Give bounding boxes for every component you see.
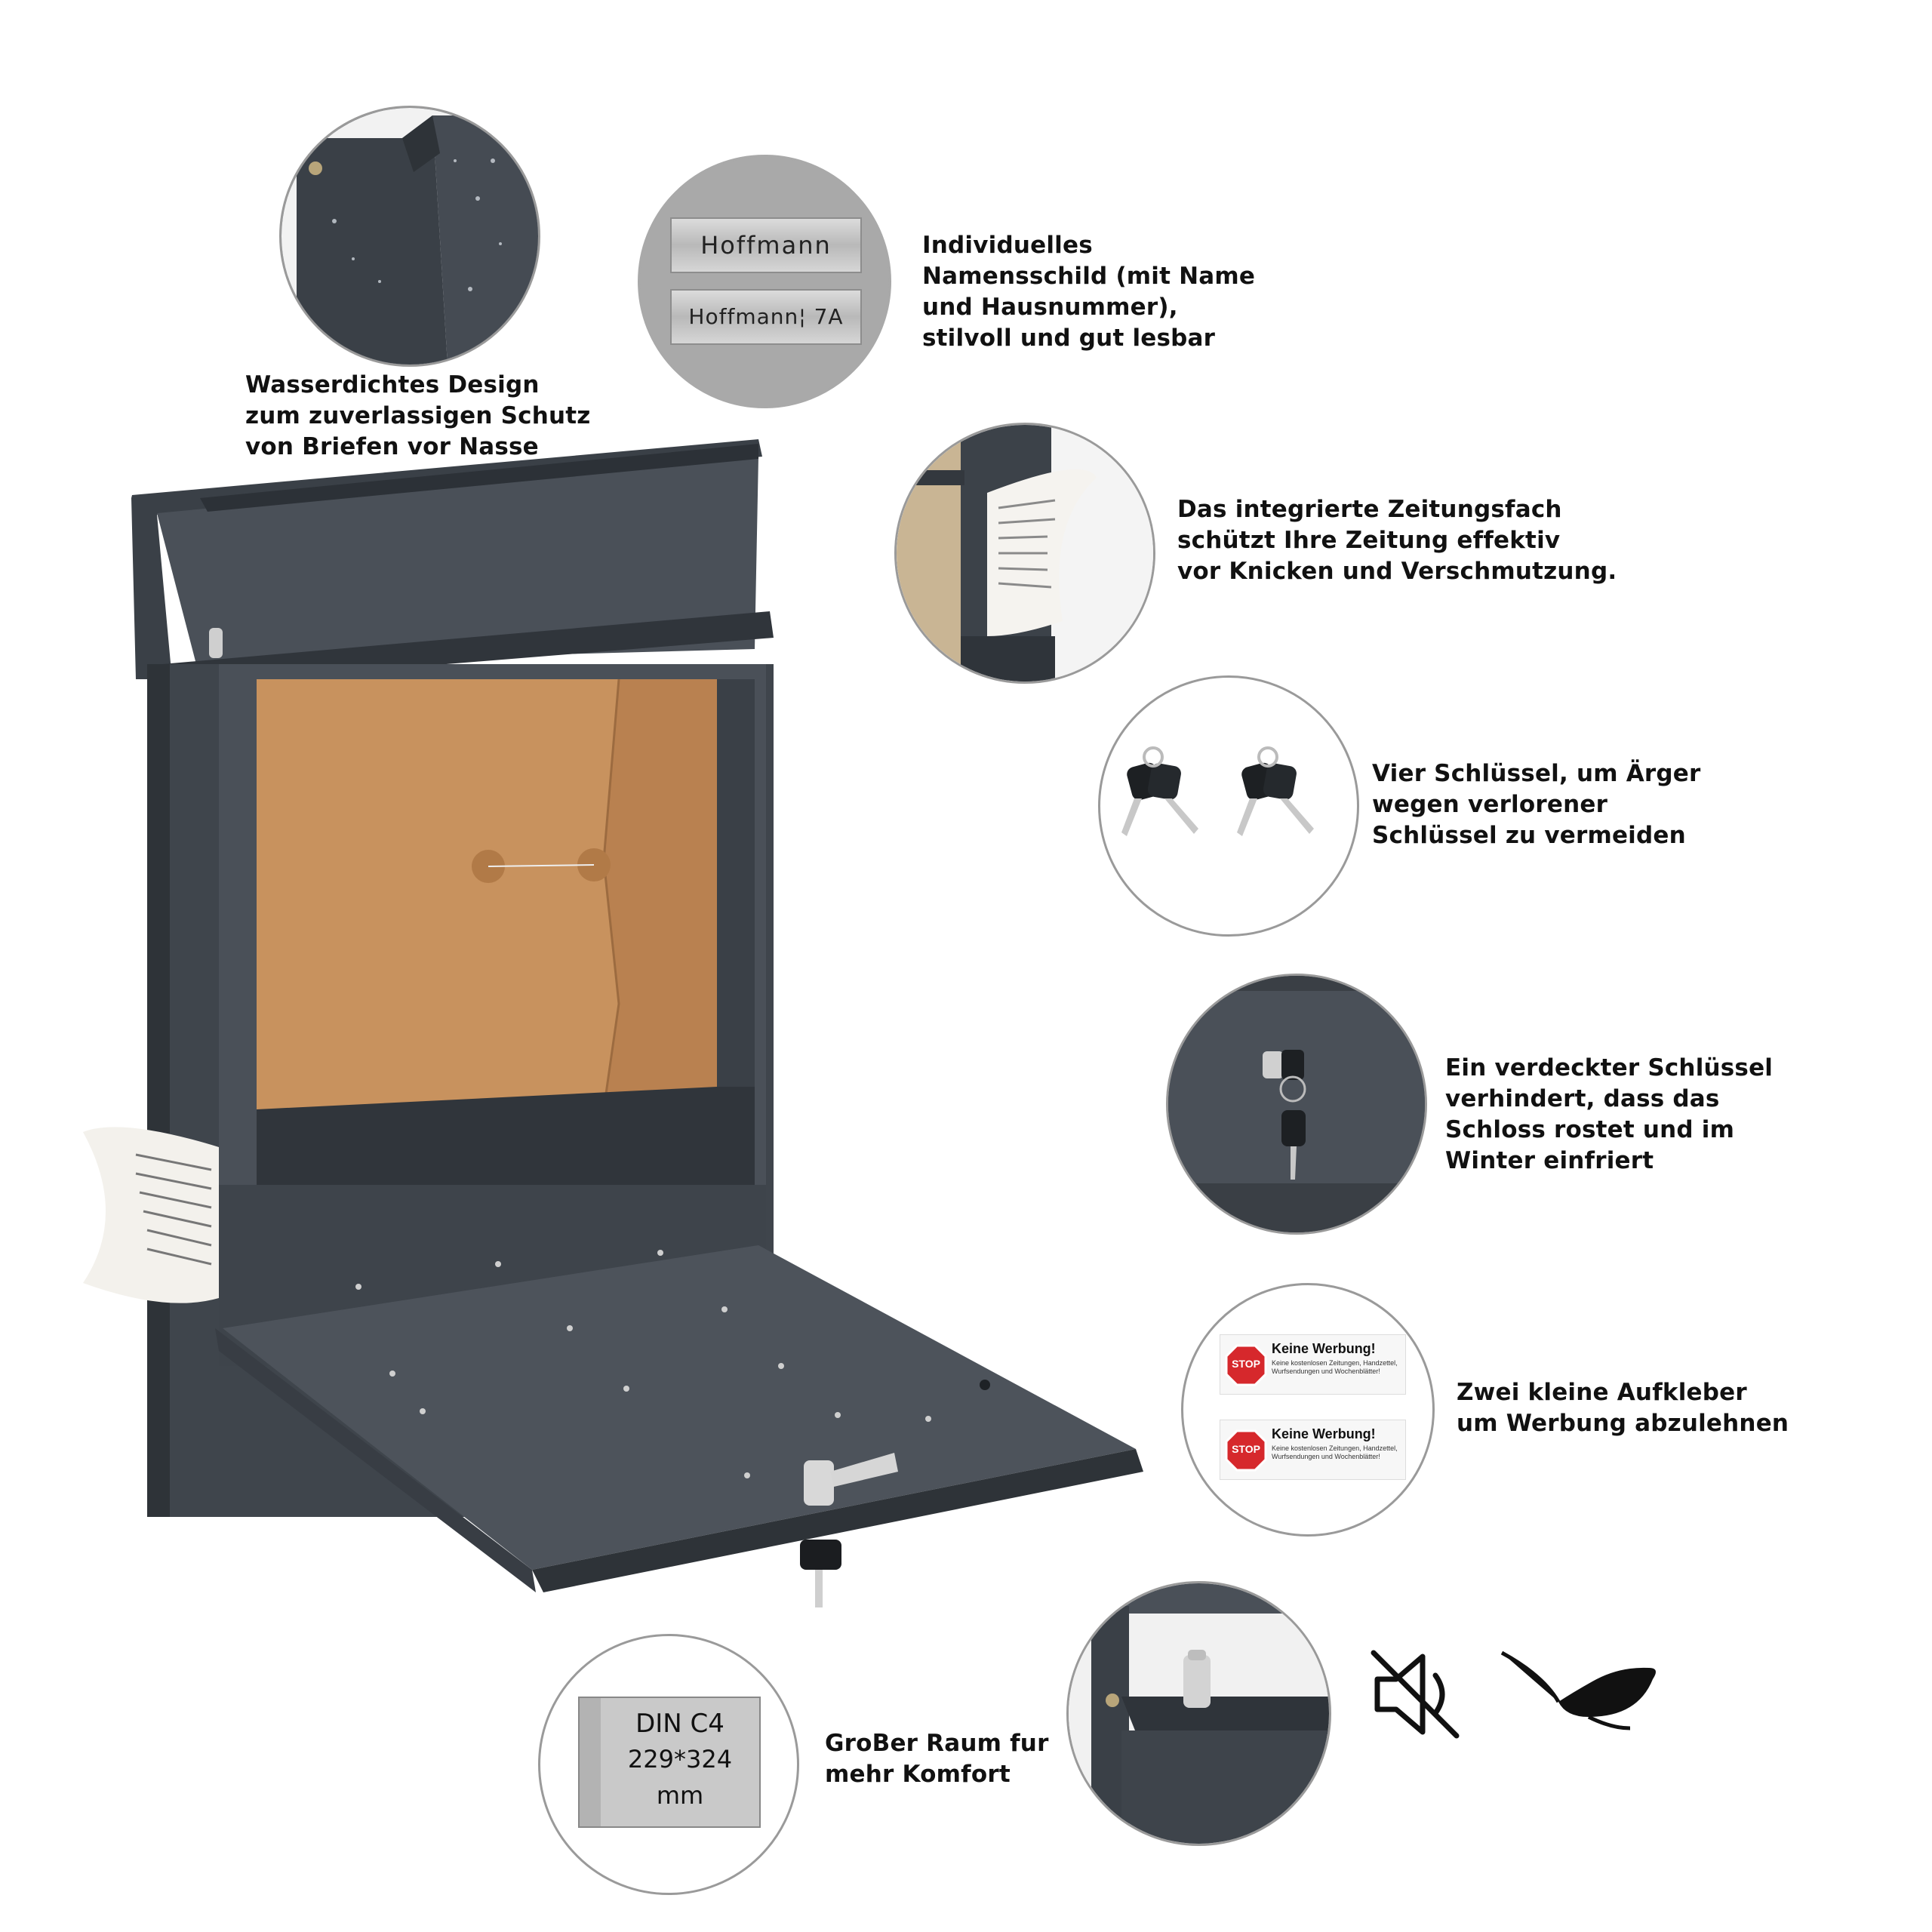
din-unit-label: mm [656, 1781, 704, 1810]
capacity-circle: DIN C4 229*324 mm [538, 1634, 799, 1895]
keys-circle [1098, 675, 1359, 937]
sticker-text-top: Keine kostenlosen Zeitungen, Handzettel,… [1272, 1359, 1398, 1375]
stop-label-top: STOP [1232, 1358, 1260, 1370]
mailbox-door [223, 1245, 1136, 1570]
stickers-caption: Zwei kleine Aufkleber um Werbung abzuleh… [1457, 1379, 1789, 1437]
capacity-caption: GroBer Raum fur mehr Komfort [825, 1730, 1049, 1788]
stop-sign-icon [1225, 1344, 1267, 1386]
key-pair-left [1121, 746, 1198, 836]
newspaper-roll [83, 1127, 219, 1303]
din-c4-envelope: DIN C4 229*324 mm [578, 1697, 761, 1828]
nameplate-name-number: Hoffmann¦ 7A [670, 289, 862, 345]
hidden-lock-photo [1168, 976, 1425, 1232]
hidden-lock-circle [1166, 974, 1427, 1235]
key-pair-right [1237, 746, 1314, 836]
nameplate-caption: Individuelles Namensschild (mit Name und… [922, 232, 1256, 352]
sticker-bottom: STOP Keine Werbung! Keine kostenlosen Ze… [1220, 1420, 1406, 1480]
stop-label-bottom: STOP [1232, 1443, 1260, 1455]
waterproof-detail-circle [279, 106, 540, 367]
waterproof-lid-photo [281, 108, 538, 365]
waterproof-caption: Wasserdichtes Design zum zuverlassigen S… [245, 371, 591, 460]
mute-speaker-icon [1371, 1650, 1460, 1739]
mailbox-product-image [83, 439, 1143, 1607]
newspaper-caption: Das integrierte Zeitungsfach schützt Ihr… [1177, 496, 1617, 585]
feather-icon [1500, 1651, 1656, 1730]
sticker-title-bottom: Keine Werbung! [1272, 1426, 1376, 1441]
sticker-top: STOP Keine Werbung! Keine kostenlosen Ze… [1220, 1334, 1406, 1395]
nameplate-name-only: Hoffmann [670, 217, 862, 273]
lid-buffer-photo [1069, 1583, 1329, 1844]
keys-photo [1121, 746, 1314, 836]
door-lock [804, 1460, 834, 1506]
stop-sign-icon [1225, 1429, 1267, 1472]
hidden-lock-caption: Ein verdeckter Schlüssel verhindert, das… [1445, 1054, 1774, 1174]
stickers-circle: STOP Keine Werbung! Keine kostenlosen Ze… [1181, 1283, 1435, 1537]
nameplate-circle: Hoffmann Hoffmann¦ 7A [638, 155, 891, 408]
newspaper-compartment-photo [897, 425, 1153, 681]
sticker-title-top: Keine Werbung! [1272, 1341, 1376, 1356]
lid-buffer-circle [1066, 1581, 1331, 1846]
din-size-label: 229*324 [627, 1745, 733, 1774]
keys-caption: Vier Schlüssel, um Ärger wegen verlorene… [1372, 760, 1701, 849]
din-format-label: DIN C4 [635, 1709, 724, 1739]
newspaper-compartment-circle [894, 423, 1155, 684]
sticker-text-bottom: Keine kostenlosen Zeitungen, Handzettel,… [1272, 1444, 1398, 1460]
